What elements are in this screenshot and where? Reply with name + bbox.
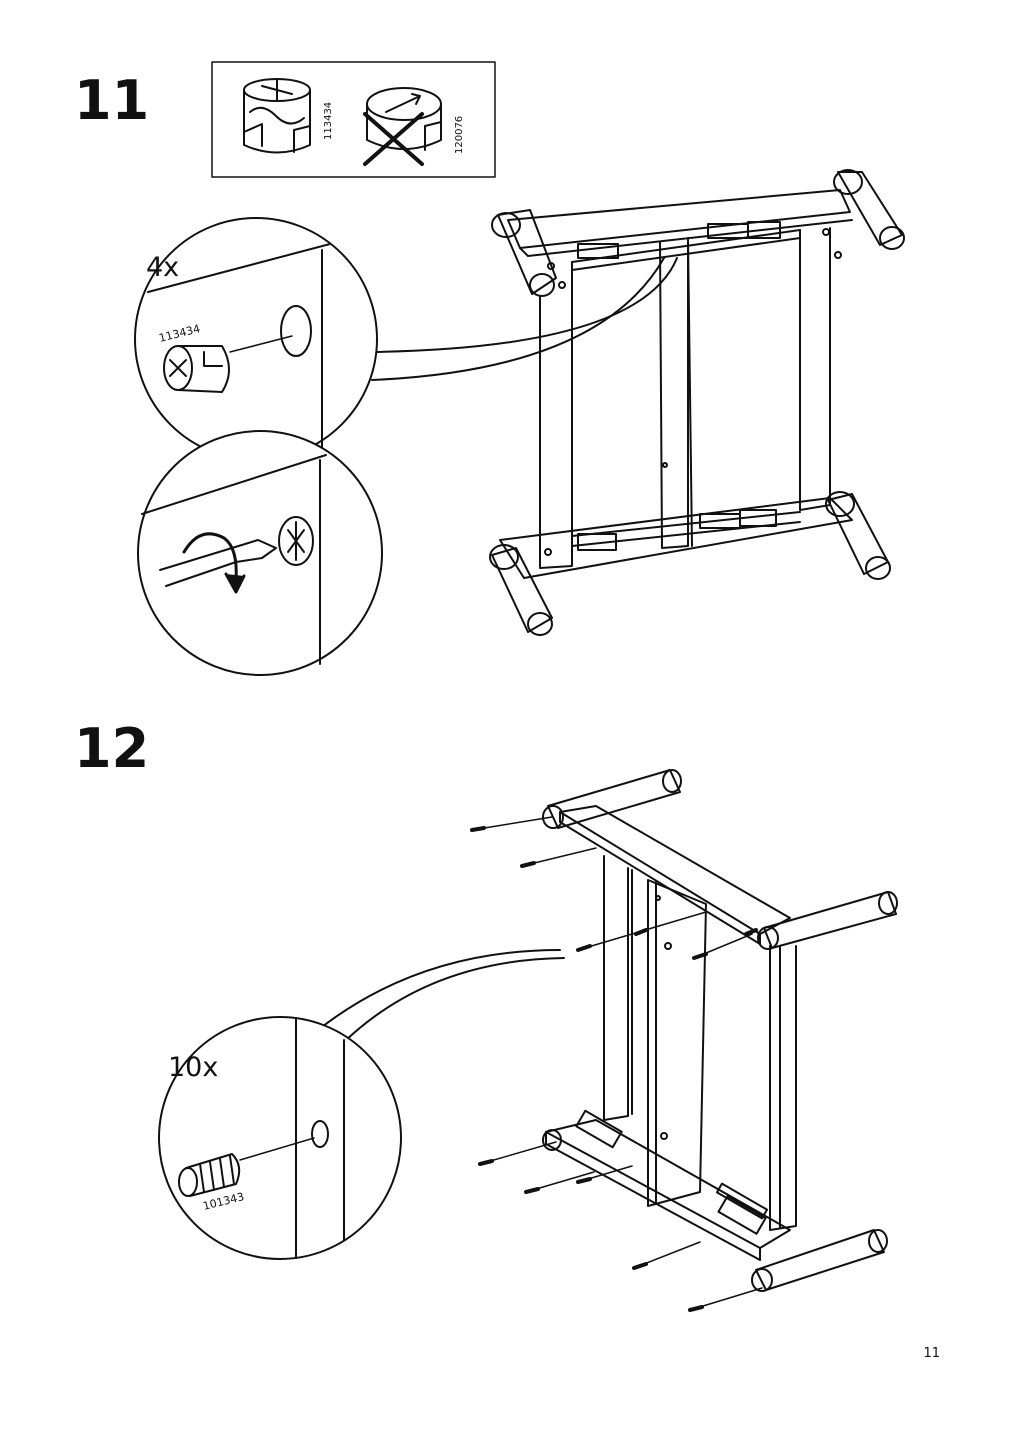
callout-insert-cam [134,217,678,461]
wooden-dowel-101343-icon [178,1153,241,1197]
callout-tighten-cam [137,430,383,676]
clockwise-arrow-icon [182,532,246,594]
cam-lock-120076-icon [366,87,442,151]
callout-dowel-quantity: 10x [168,1052,218,1083]
step-12-number: 12 [74,717,150,780]
dowel-icons [470,826,758,1312]
legend-part-113434: 113434 [323,102,334,140]
cam-lock-113434-icon [243,78,311,154]
cam-lock-face-icon [278,516,314,566]
page-number: 11 [923,1346,940,1361]
desk-frame-step-12 [470,769,898,1312]
callout-a-quantity: 4x [146,252,179,283]
step-11-number: 11 [74,69,150,132]
cam-lock-113434-icon [163,345,230,393]
not-allowed-cross-icon [363,112,424,166]
legend-part-120076: 120076 [454,116,465,154]
dowel-insert-lines [471,816,763,1311]
callout-insert-dowel [158,949,565,1260]
cam-lock-legend: 113434 120076 [211,61,496,178]
desk-frame-step-11 [489,169,905,636]
